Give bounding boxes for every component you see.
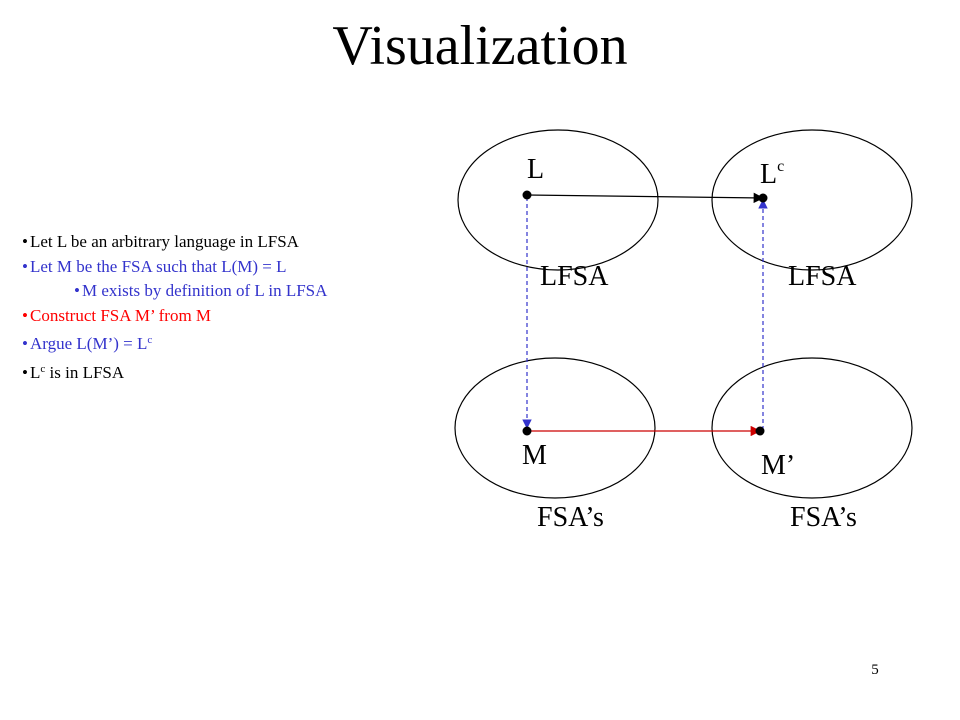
bullet-3: •Construct FSA M’ from M: [22, 305, 212, 325]
class-label-lfsa-left: LFSA: [540, 261, 609, 292]
arrow-L-to-Lc: [526, 192, 765, 204]
class-label-lfsa-right: LFSA: [788, 261, 857, 292]
dot-Lc: [758, 193, 768, 203]
bullet-2: •Let M be the FSA such that L(M) = L: [22, 256, 287, 276]
bullet-4: •Argue L(M’) = Lc: [22, 334, 153, 353]
bullet-2-sub: •M exists by definition of L in LFSA: [74, 281, 328, 300]
dot-L: [522, 190, 532, 200]
label-Lc: Lc: [760, 158, 784, 190]
ellipse-fsas-right: [711, 357, 913, 499]
class-label-fsas-right: FSA’s: [790, 502, 857, 533]
label-Mprime: M’: [761, 450, 795, 481]
page-number: 5: [871, 662, 879, 678]
ellipse-lfsa-left: [457, 129, 659, 271]
bullet-list: •Let L be an arbitrary language in LFSA …: [22, 230, 422, 385]
label-M: M: [522, 440, 547, 471]
bullet-1: •Let L be an arbitrary language in LFSA: [22, 232, 299, 251]
slide-title: Visualization: [332, 15, 628, 77]
dot-M: [522, 426, 532, 436]
ellipse-lfsa-right: [711, 129, 913, 271]
label-L: L: [527, 154, 544, 185]
ellipse-fsas-left: [454, 357, 656, 499]
bullet-5: •Lc is in LFSA: [22, 362, 125, 382]
dot-Mprime: [755, 426, 765, 436]
class-label-fsas-left: FSA’s: [537, 502, 604, 533]
